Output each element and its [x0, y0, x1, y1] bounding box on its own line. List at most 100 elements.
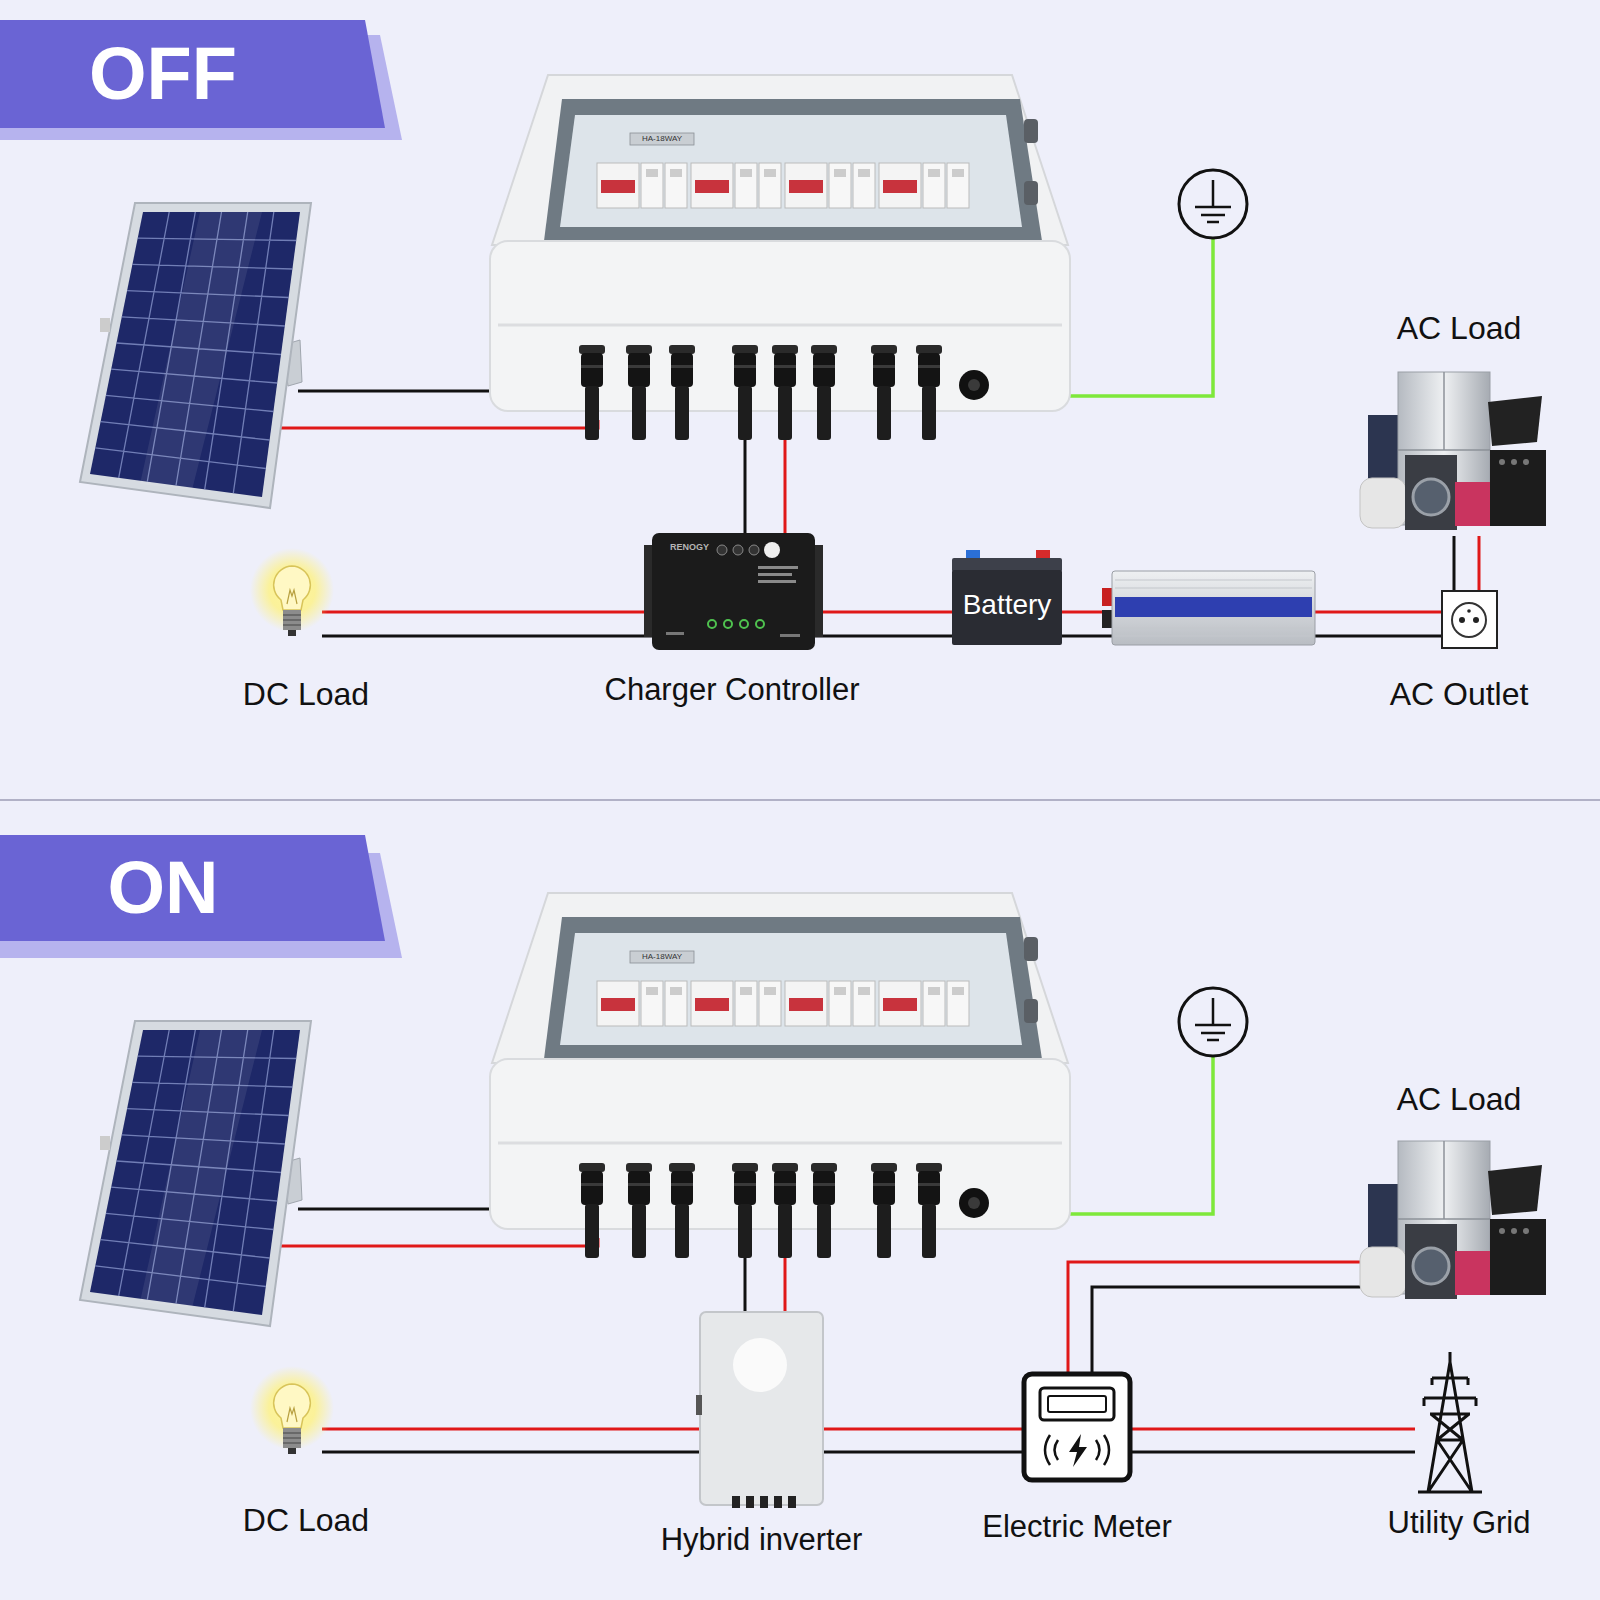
wire — [322, 1428, 700, 1431]
component-label: Electric Meter — [905, 1509, 1249, 1545]
wire — [815, 635, 952, 638]
component-label: Hybrid inverter — [590, 1522, 933, 1558]
dc-load: DC Load — [262, 555, 322, 645]
mode-title: OFF — [0, 20, 326, 128]
wire — [1478, 536, 1481, 591]
model-label: HA-18WAY — [630, 134, 694, 143]
controller-print — [780, 634, 800, 637]
meter-bolt — [1069, 1434, 1087, 1467]
wire — [322, 611, 652, 614]
outlet-socket — [1452, 603, 1486, 637]
hybrid-inverter-port — [774, 1496, 782, 1508]
inverter-stripe — [1115, 597, 1312, 617]
wire — [1068, 1262, 1360, 1372]
meter-body — [1024, 1374, 1130, 1480]
hybrid-inverter: Hybrid inverter — [700, 1312, 823, 1505]
charge-controller-art — [644, 533, 823, 650]
mode-banner: ON — [0, 835, 385, 941]
controller-button — [764, 542, 780, 558]
controller-terminal — [756, 620, 764, 628]
hybrid-inverter-body — [700, 1312, 823, 1505]
wire-pair — [1132, 1429, 1415, 1452]
component-label: DC Load — [206, 676, 406, 713]
wire — [322, 635, 652, 638]
component-label: AC Outlet — [1349, 676, 1569, 713]
wire-pair — [1068, 1262, 1360, 1372]
section-divider — [0, 799, 1600, 801]
component-label: DC Load — [206, 1502, 406, 1539]
combiner-box: HA-18WAY — [490, 893, 1080, 1258]
controller-print — [666, 632, 684, 635]
wire-pair — [815, 612, 952, 636]
component-label: AC Load — [1349, 310, 1569, 347]
brand-label: RENOGY — [670, 542, 740, 552]
controller-terminal — [740, 620, 748, 628]
component-label: Battery — [942, 589, 1072, 621]
mode-banner: OFF — [0, 20, 385, 128]
battery-lid — [952, 558, 1062, 572]
wire — [1453, 536, 1456, 591]
outlet-plate — [1442, 591, 1497, 648]
model-label: HA-18WAY — [630, 952, 694, 961]
component-label: AC Load — [1349, 1081, 1569, 1118]
wire — [815, 611, 952, 614]
hybrid-inverter-display — [733, 1338, 787, 1392]
wire — [823, 1428, 1022, 1431]
tower-lattice — [1418, 1352, 1482, 1492]
inverter-art — [1102, 571, 1315, 645]
wire-pair — [322, 1429, 700, 1452]
hybrid-inverter-port — [788, 1496, 796, 1508]
controller-print — [758, 580, 796, 583]
battery: Battery — [952, 558, 1062, 645]
wire-pair — [745, 440, 785, 533]
ac-outlet-art — [1442, 591, 1497, 648]
inverter-fins — [1115, 580, 1312, 636]
controller-indicator — [717, 545, 727, 555]
controller-terminal — [724, 620, 732, 628]
utility-grid: Utility Grid — [1415, 1358, 1485, 1495]
controller-print — [758, 573, 792, 576]
wire — [823, 1451, 1022, 1454]
combiner-box: HA-18WAY — [490, 75, 1080, 440]
electric-meter-art — [1024, 1374, 1130, 1480]
outlet-pin — [1473, 617, 1479, 623]
meter-display — [1040, 1388, 1114, 1420]
hybrid-inverter-bracket — [696, 1395, 702, 1415]
inverter-body — [1112, 571, 1315, 645]
hybrid-inverter-port — [746, 1496, 754, 1508]
meter-signal — [1045, 1435, 1109, 1465]
component-label: Charger Controller — [560, 672, 904, 708]
controller-terminal — [708, 620, 716, 628]
on-section-art — [0, 853, 1247, 1454]
component-label: Utility Grid — [1324, 1505, 1594, 1541]
controller-print — [758, 566, 798, 569]
wire-pair — [1454, 536, 1479, 591]
ac-load: AC Load — [1360, 1139, 1546, 1309]
wire — [784, 1258, 787, 1312]
wire — [1132, 1428, 1415, 1431]
controller-indicator — [749, 545, 759, 555]
wire-pair — [322, 612, 652, 636]
wire — [784, 440, 787, 533]
wire — [1092, 1287, 1360, 1372]
wire — [744, 440, 747, 533]
hybrid-inverter-art — [696, 1312, 823, 1508]
wire — [1132, 1451, 1415, 1454]
dc-load: DC Load — [262, 1373, 322, 1463]
outlet-pin — [1459, 617, 1465, 623]
ac-load: AC Load — [1360, 370, 1546, 536]
controller-body — [652, 533, 815, 650]
wire-pair — [823, 1429, 1022, 1452]
ac-outlet: AC Outlet — [1442, 591, 1497, 648]
electric-meter: Electric Meter — [1022, 1372, 1132, 1482]
hybrid-inverter-port — [732, 1496, 740, 1508]
meter-screen — [1048, 1396, 1106, 1412]
wire-pair — [745, 1258, 785, 1312]
wire — [322, 1451, 700, 1454]
ac-load-art — [1360, 372, 1546, 530]
ac-load-art — [1360, 1141, 1546, 1299]
utility-tower-art — [1418, 1352, 1482, 1492]
